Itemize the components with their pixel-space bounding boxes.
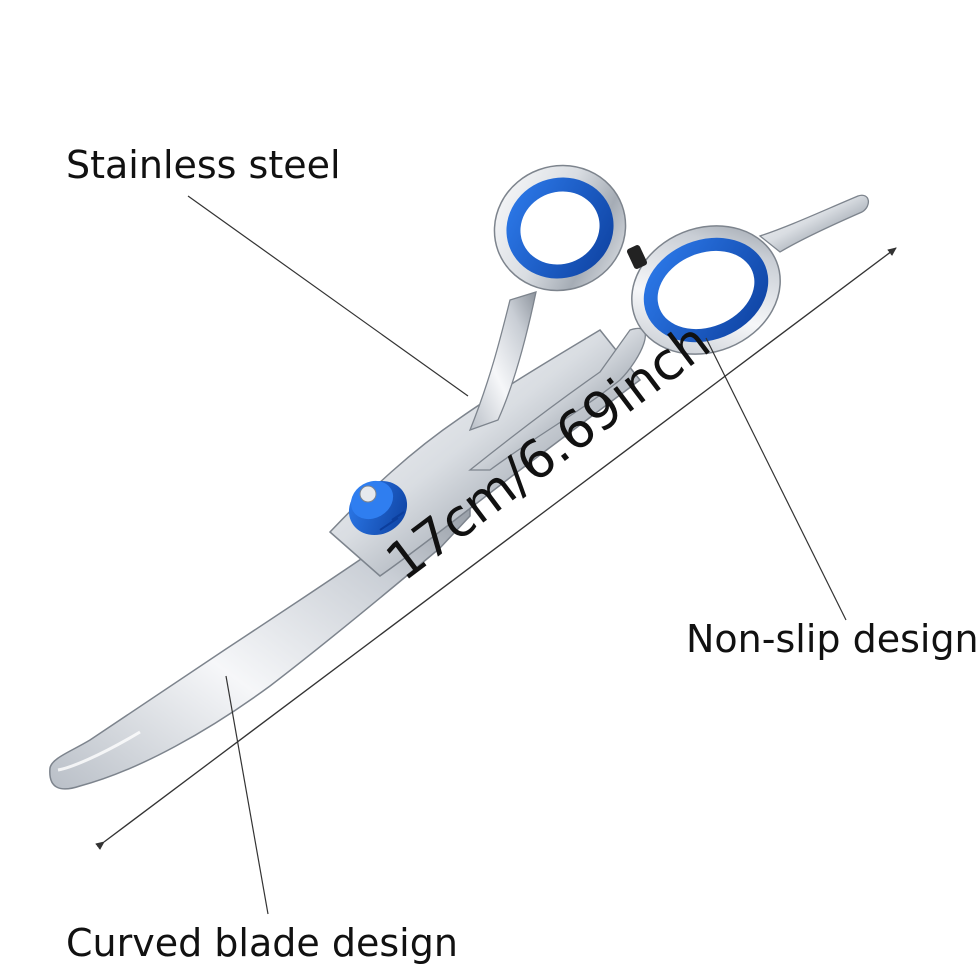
right-shank bbox=[468, 327, 646, 471]
upper-blade bbox=[328, 329, 642, 577]
length-dimension-arrow bbox=[95, 247, 897, 850]
left-shank bbox=[468, 291, 537, 432]
label-stainless-steel: Stainless steel bbox=[66, 143, 341, 187]
leader-curved-blade bbox=[225, 675, 269, 915]
tension-screw-icon bbox=[348, 480, 408, 536]
label-curved-blade-design: Curved blade design bbox=[66, 921, 458, 965]
finger-rest-tang bbox=[758, 194, 869, 253]
leader-non-slip bbox=[705, 337, 847, 621]
label-non-slip-design: Non-slip design bbox=[686, 617, 979, 661]
leader-stainless-steel bbox=[187, 195, 469, 397]
stopper bbox=[626, 245, 648, 269]
